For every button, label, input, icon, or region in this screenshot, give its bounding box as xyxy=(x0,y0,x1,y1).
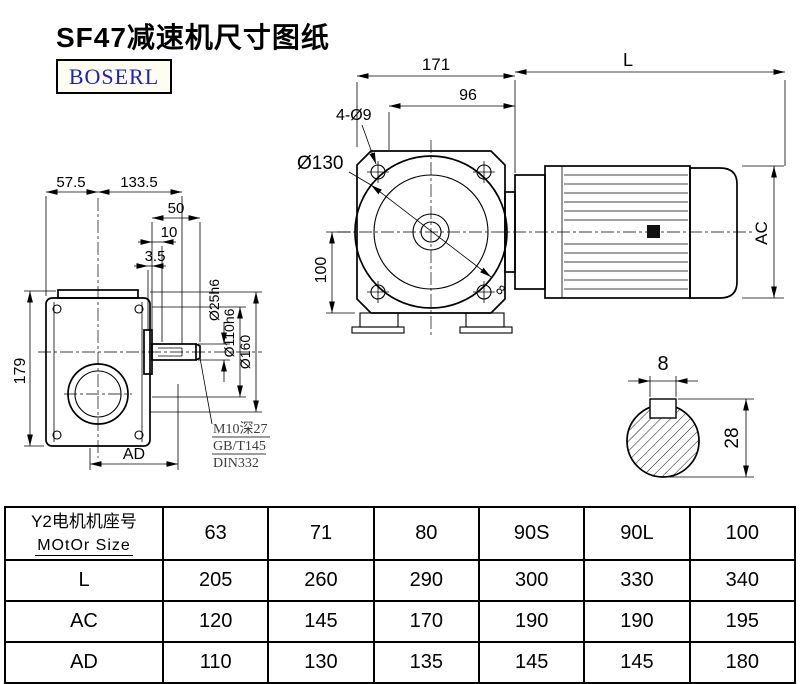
dim-label-L: L xyxy=(623,50,633,70)
dim-cell: 120 xyxy=(161,600,270,643)
size-cell: 63 xyxy=(161,506,270,561)
motor-size-label-en: MOtOr Size xyxy=(35,537,133,557)
dim-label-key-width: 8 xyxy=(657,353,668,375)
bolt-hole xyxy=(52,304,62,314)
bolt-hole xyxy=(134,304,144,314)
row-label: AD xyxy=(4,641,164,684)
dim-cell: 260 xyxy=(267,559,375,602)
dim-cell: 340 xyxy=(688,559,797,602)
dim-cell: 145 xyxy=(267,600,375,643)
mounting-foot xyxy=(465,312,505,328)
dim-cell: 145 xyxy=(583,641,691,684)
dim-cell: 110 xyxy=(161,641,270,684)
dimension-table: Y2电机机座号 MOtOr Size 63 71 80 90S 90L 100 … xyxy=(4,506,797,684)
mounting-foot xyxy=(359,312,399,328)
dim-label-10: 10 xyxy=(161,224,178,241)
dim-label-bolt-holes: 4-Ø9 xyxy=(336,107,372,124)
dim-label-50: 50 xyxy=(168,200,185,217)
dim-label-96: 96 xyxy=(459,87,477,104)
dim-cell: 130 xyxy=(267,641,375,684)
table-row-L: L 205 260 290 300 330 340 xyxy=(4,559,797,602)
dim-label-d160: Ø160 xyxy=(237,335,253,369)
dim-label-d130: Ø130 xyxy=(297,153,343,174)
dim-label-d25: Ø25h6 xyxy=(206,279,222,321)
dim-label-shaft-height: 28 xyxy=(722,427,743,448)
dim-cell: 290 xyxy=(372,559,480,602)
note-thread: M10深27 xyxy=(213,421,267,437)
dim-label-171: 171 xyxy=(422,55,450,74)
technical-drawing: 57.5 133.5 50 10 3.5 179 AD xyxy=(12,50,786,478)
size-cell: 90L xyxy=(583,506,691,561)
dim-cell: 180 xyxy=(688,641,797,684)
dim-label-133-5: 133.5 xyxy=(120,174,158,191)
dim-cell: 190 xyxy=(583,600,691,643)
dim-cell: 195 xyxy=(688,600,797,643)
dim-label-AD: AD xyxy=(123,446,145,463)
dim-label-AC: AC xyxy=(752,221,771,245)
page-title: SF47减速机尺寸图纸 xyxy=(56,22,330,53)
row-label: L xyxy=(4,559,164,602)
fan-cowl xyxy=(689,167,738,299)
shaft-section-view: 8 28 xyxy=(626,353,754,478)
dim-label-57-5: 57.5 xyxy=(56,174,85,191)
dim-label-100: 100 xyxy=(313,257,330,284)
table-header-row: Y2电机机座号 MOtOr Size 63 71 80 90S 90L 100 xyxy=(4,506,797,561)
note-gb-standard: GB/T145 xyxy=(213,439,266,454)
front-view: 4-Ø9 Ø130 8 171 96 100 xyxy=(297,55,754,336)
note-din-standard: DIN332 xyxy=(213,456,259,471)
motor-size-label-cn: Y2电机机座号 xyxy=(31,511,137,531)
dim-cell: 135 xyxy=(372,641,480,684)
size-cell: 80 xyxy=(372,506,480,561)
row-label: AC xyxy=(4,600,164,643)
size-cell: 71 xyxy=(267,506,375,561)
table-row-AC: AC 120 145 170 190 190 195 xyxy=(4,600,797,643)
size-cell: 100 xyxy=(688,506,797,561)
motor-view: L AC xyxy=(504,50,786,299)
keyway xyxy=(649,398,677,419)
nameplate-mark xyxy=(647,225,660,238)
dim-cell: 300 xyxy=(477,559,586,602)
brand-logo-text: BOSERL xyxy=(68,63,160,89)
bolt-hole xyxy=(52,430,62,440)
dim-label-key8: 8 xyxy=(493,282,508,298)
dim-cell: 190 xyxy=(477,600,586,643)
dim-label-3-5: 3.5 xyxy=(145,248,166,265)
dim-label-d110: Ø110h6 xyxy=(221,308,237,357)
table-row-AD: AD 110 130 135 145 145 180 xyxy=(4,641,797,684)
dim-cell: 145 xyxy=(477,641,586,684)
bolt-hole xyxy=(134,430,144,440)
size-cell: 90S xyxy=(477,506,586,561)
dim-cell: 205 xyxy=(161,559,270,602)
motor-size-header-cell: Y2电机机座号 MOtOr Size xyxy=(4,506,164,561)
dim-cell: 170 xyxy=(372,600,480,643)
dim-label-179: 179 xyxy=(12,358,29,385)
brand-logo-box: BOSERL xyxy=(56,59,172,94)
side-view: 57.5 133.5 50 10 3.5 179 AD xyxy=(12,174,270,471)
dim-cell: 330 xyxy=(583,559,691,602)
